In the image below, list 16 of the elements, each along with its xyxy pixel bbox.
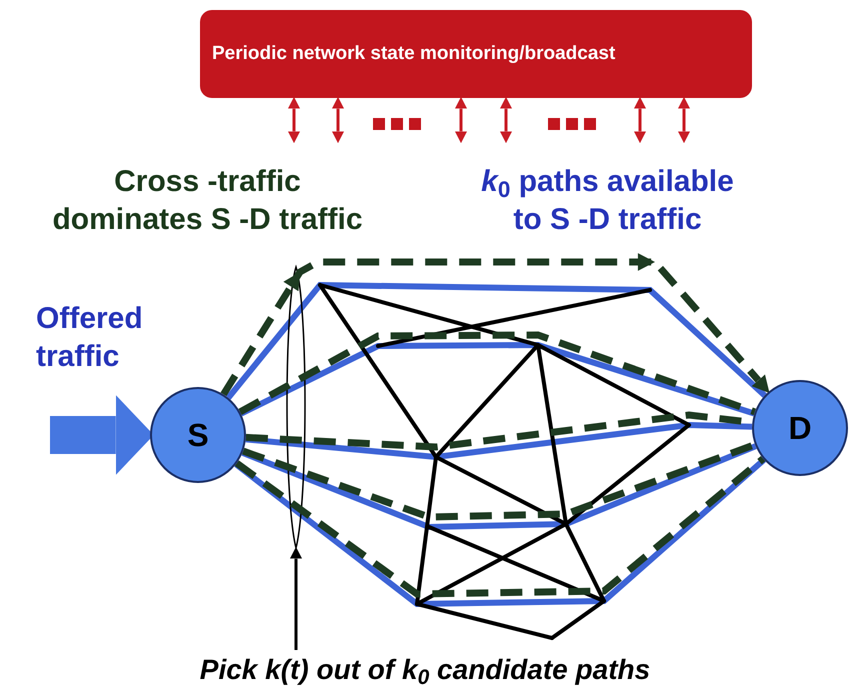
dashed-path-arrow	[220, 253, 770, 396]
double-arrow	[634, 96, 646, 144]
double-arrow	[678, 96, 690, 144]
network-path	[226, 282, 767, 400]
edge-label: Offered traffic	[36, 301, 144, 374]
double-arrow	[288, 96, 300, 144]
box-label: Periodic network state monitoring/broadcast	[212, 42, 616, 66]
double-arrow	[332, 96, 344, 144]
arrow	[290, 546, 302, 650]
network-path	[246, 422, 752, 460]
double-arrow	[454, 96, 468, 144]
annotation-text: k$_{0}$ paths available to S -D traffic	[480, 164, 735, 238]
annotation-text: Cross -traffic dominates S -D traffic	[51, 164, 364, 238]
annotation-text: Pick k(t) out of k$_{0}$ candidate paths	[200, 653, 650, 690]
monitoring-box	[200, 10, 752, 98]
double-arrow	[500, 96, 512, 144]
